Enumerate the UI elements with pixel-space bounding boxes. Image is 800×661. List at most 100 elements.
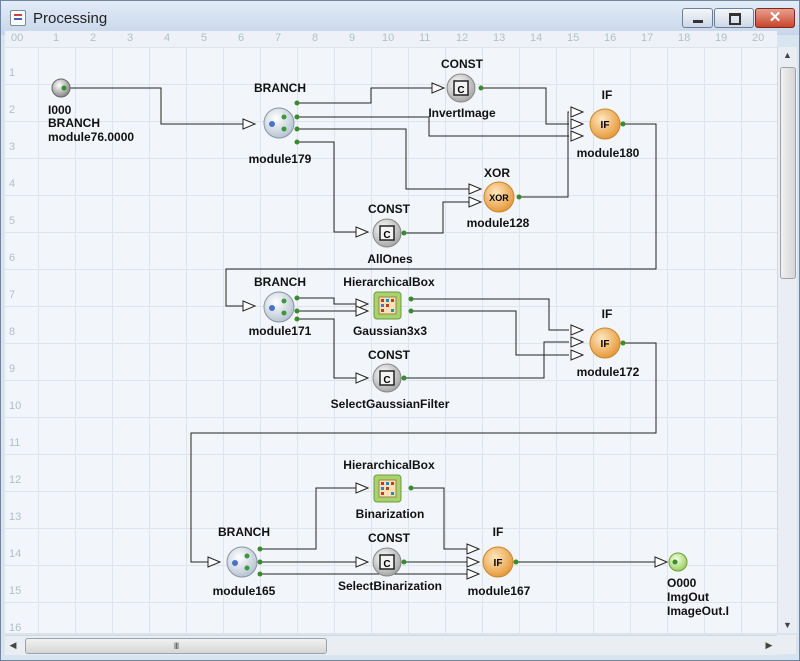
title-bar[interactable]: Processing ✕ [1,1,799,35]
scroll-down-arrow-icon[interactable]: ▼ [783,620,792,630]
wire [61,87,253,125]
node-label: I000 [48,103,72,117]
horizontal-scrollbar[interactable]: ◀ III ▶ [5,635,777,655]
const-icon: C [383,559,390,570]
scroll-left-arrow-icon[interactable]: ◀ [9,640,17,650]
node-type: BRANCH [254,81,306,95]
node-label: ImageOut.I [667,604,729,618]
vertical-scrollbar[interactable]: ▲ ▼ [777,47,797,633]
minimize-button[interactable] [682,8,713,28]
const-icon: C [383,230,390,241]
const-node-selectbinarization[interactable]: CONST C SelectBinarization [338,531,442,593]
branch-node-module171[interactable]: BRANCH module171 [249,275,312,338]
col-label: 14 [530,32,543,44]
scroll-corner [777,635,796,654]
col-label: 7 [275,32,282,44]
if-node-module180[interactable]: IF IF module180 [577,88,640,160]
node-label: ImgOut [667,590,709,604]
xor-icon: XOR [489,193,509,203]
col-label: 13 [493,32,506,44]
col-label: 1 [53,32,60,44]
col-label: 8 [312,32,319,44]
wires [61,87,666,575]
node-name: Gaussian3x3 [353,324,427,338]
row-label: 4 [9,178,16,190]
const-icon: C [383,375,390,386]
col-label: 3 [127,32,134,44]
maximize-button[interactable] [714,8,754,28]
col-label: 11 [419,32,431,44]
scroll-right-arrow-icon[interactable]: ▶ [765,640,773,650]
node-type: IF [602,307,613,321]
wire [190,342,657,563]
wire [297,141,357,233]
hierarchical-box-gaussian3x3[interactable]: HierarchicalBox Gaussian3x3 [343,275,435,338]
if-node-module167[interactable]: IF IF module167 [468,525,531,598]
row-label: 14 [9,548,22,560]
graph-canvas[interactable] [5,31,777,633]
node-type: IF [602,88,613,102]
grip-icon: III [173,641,179,651]
col-label: 2 [90,32,97,44]
hierarchical-box-binarization[interactable]: HierarchicalBox Binarization [343,458,435,521]
node-name: SelectGaussianFilter [331,397,450,411]
wire [297,128,479,190]
row-ruler: 1 2 3 4 5 6 7 8 9 10 11 12 13 14 15 16 [5,47,27,634]
node-name: module171 [249,324,312,338]
wire [297,116,569,137]
branch-icon [269,305,275,311]
col-label: 5 [201,32,208,44]
node-label: O000 [667,576,697,590]
node-name: module172 [577,365,640,379]
wire [411,310,569,356]
app-icon [10,10,26,26]
node-name: module165 [213,584,276,598]
scroll-up-arrow-icon[interactable]: ▲ [783,50,792,60]
node-type: CONST [368,202,411,216]
col-label: 12 [456,32,469,44]
close-button[interactable]: ✕ [755,8,795,28]
wire [297,87,442,104]
row-label: 11 [9,437,21,449]
node-type: CONST [441,57,484,71]
input-node-i000[interactable]: I000 BRANCH module76.0000 [48,78,134,144]
if-node-module172[interactable]: IF IF module172 [577,307,640,379]
const-node-invertimage[interactable]: CONST C InvertImage [428,57,496,120]
wire [297,318,357,379]
row-label: 5 [9,215,16,227]
node-type: HierarchicalBox [343,458,435,472]
if-icon: IF [601,339,610,350]
input-arrows [207,82,669,580]
col-label: 15 [567,32,580,44]
row-label: 12 [9,474,22,486]
const-node-selectgaussianfilter[interactable]: CONST C SelectGaussianFilter [331,348,450,411]
row-label: 9 [9,363,16,375]
wire [411,298,569,331]
node-type: CONST [368,348,411,362]
window-title: Processing [33,10,108,27]
const-node-allones[interactable]: CONST C AllOnes [367,202,413,266]
row-label: 15 [9,585,22,597]
node-name: module128 [467,216,530,230]
node-type: HierarchicalBox [343,275,435,289]
vertical-scroll-thumb[interactable] [780,67,796,279]
node-type: BRANCH [218,525,270,539]
horizontal-scroll-thumb[interactable]: III [25,638,327,654]
col-label: 18 [678,32,691,44]
col-label: 19 [715,32,728,44]
row-label: 16 [9,622,22,634]
row-label: 6 [9,252,16,264]
xor-node-module128[interactable]: XOR XOR module128 [467,166,530,230]
row-label: 1 [9,67,16,79]
output-node-o000[interactable]: O000 ImgOut ImageOut.I [667,552,729,618]
column-ruler: 00 1 2 3 4 5 6 7 8 9 10 11 12 13 14 15 1… [5,31,777,47]
branch-node-module179[interactable]: BRANCH module179 [249,81,312,166]
branch-node-module165[interactable]: BRANCH module165 [213,525,276,598]
branch-icon [269,121,275,127]
node-name: InvertImage [428,106,496,120]
close-icon: ✕ [768,9,782,26]
row-label: 10 [9,400,22,412]
col-label: 6 [238,32,245,44]
node-name: module167 [468,584,531,598]
node-name: module180 [577,146,640,160]
